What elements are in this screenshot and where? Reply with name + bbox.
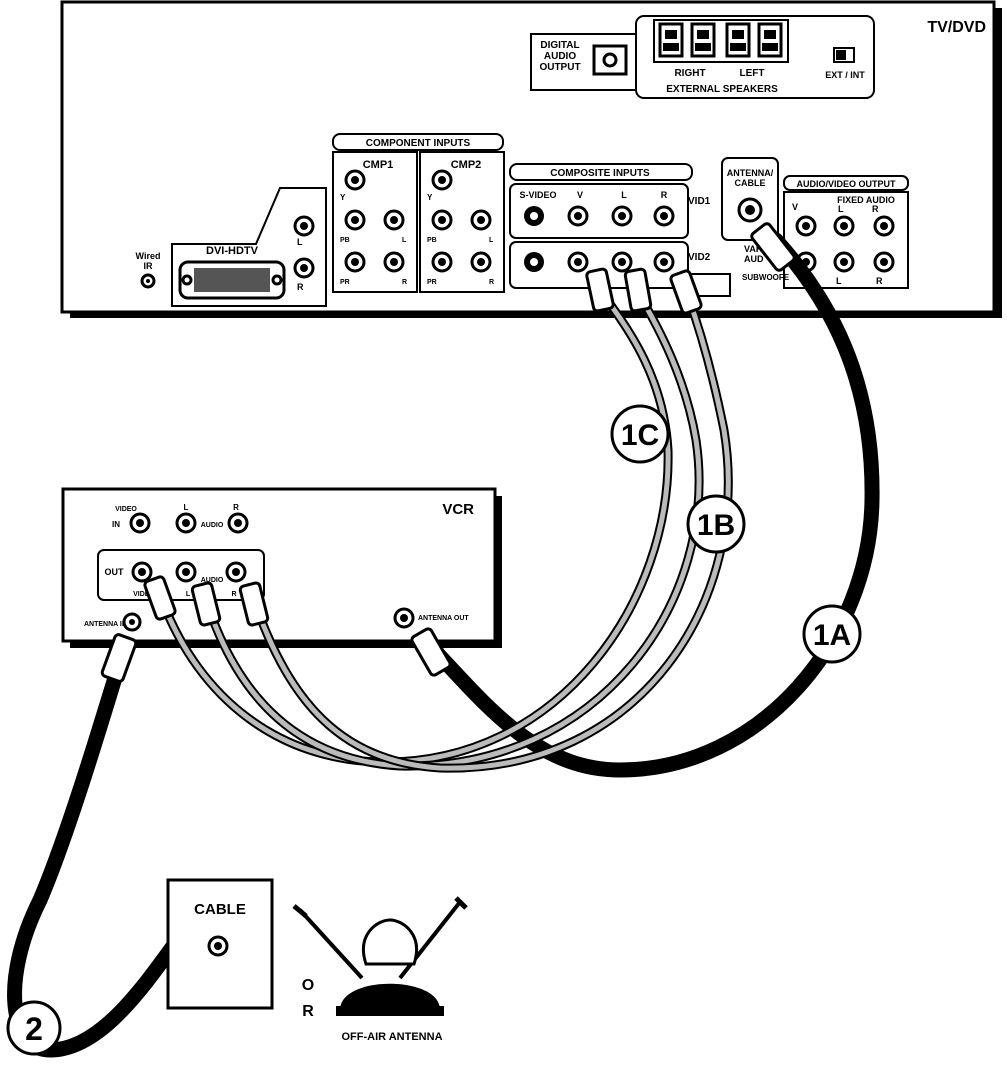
composite-jacks bbox=[567, 205, 675, 273]
component-inputs-label: COMPONENT INPUTS bbox=[366, 138, 471, 149]
cmp2-l-label: L bbox=[489, 237, 494, 244]
digital-audio-output: DIGITAL AUDIO OUTPUT bbox=[530, 33, 638, 91]
external-speakers-label: EXTERNAL SPEAKERS bbox=[666, 84, 778, 95]
cable-box-label: CABLE bbox=[194, 901, 246, 918]
vid1-r-label: R bbox=[661, 190, 668, 200]
vcr-panel: VCR VIDEO IN L R AUDIO OUT VIDEO AUDIO L… bbox=[61, 487, 502, 648]
vcr-antenna-out-label: ANTENNA OUT bbox=[418, 615, 469, 622]
dvi-hdtv-label: DVI-HDTV bbox=[206, 245, 259, 257]
or-label-o: O bbox=[302, 977, 314, 994]
cable-wall-outlet: CABLE bbox=[166, 878, 274, 1010]
cmp1-r-label: R bbox=[402, 279, 407, 286]
antenna-cable-label-1: ANTENNA/ bbox=[727, 168, 774, 178]
cmp2-r-label: R bbox=[489, 279, 494, 286]
fixed-audio-label: FIXED AUDIO bbox=[837, 195, 895, 205]
vid1-label: VID1 bbox=[688, 196, 711, 207]
av-sub-l-label: L bbox=[836, 276, 842, 286]
vcr-title: VCR bbox=[442, 501, 474, 518]
tv-title: TV/DVD bbox=[927, 19, 986, 36]
or-label-r: R bbox=[302, 1003, 314, 1020]
vcr-antenna-in-label: ANTENNA IN bbox=[84, 621, 127, 628]
antenna-cable-label-2: CABLE bbox=[735, 178, 766, 188]
s-video-jack-1 bbox=[524, 206, 544, 226]
wired-ir: Wired IR bbox=[136, 251, 161, 289]
composite-inputs-label: COMPOSITE INPUTS bbox=[550, 168, 650, 179]
dvi-l-label: L bbox=[297, 237, 303, 247]
vid1-v-label: V bbox=[577, 190, 583, 200]
callout-1c-text: 1C bbox=[621, 419, 659, 452]
digital-audio-label-2: AUDIO bbox=[544, 51, 576, 62]
vcr-video-in-label: VIDEO bbox=[115, 506, 137, 513]
digital-audio-label-1: DIGITAL bbox=[540, 40, 579, 51]
cable-2 bbox=[7, 647, 208, 1058]
var-audio-label-1: VAR bbox=[744, 244, 763, 254]
callout-1c: 1C bbox=[610, 404, 670, 464]
tv-dvd-panel: TV/DVD DIGITAL AUDIO OUTPUT RIGHT LEFT E… bbox=[60, 0, 1002, 318]
composite-inputs: COMPOSITE INPUTS S-VIDEO V L R VID1 VID2 bbox=[509, 163, 731, 297]
component-jacks bbox=[344, 169, 492, 273]
av-output-label: AUDIO/VIDEO OUTPUT bbox=[796, 179, 896, 189]
vcr-audio-in-label: AUDIO bbox=[201, 522, 224, 529]
cmp2-pr-label: PR bbox=[427, 279, 437, 286]
vcr-video-out-label: VIDEO bbox=[133, 591, 155, 598]
s-video-jack-2 bbox=[524, 252, 544, 272]
vcr-input-jacks bbox=[129, 512, 249, 534]
cmp1-label: CMP1 bbox=[363, 159, 394, 171]
antenna-cable-input: ANTENNA/ CABLE bbox=[721, 157, 779, 241]
vcr-l-label: L bbox=[184, 503, 189, 512]
av-v-label: V bbox=[792, 202, 798, 212]
off-air-antenna-icon bbox=[292, 896, 468, 1016]
callout-1b: 1B bbox=[686, 494, 746, 554]
vcr-output-jacks bbox=[131, 561, 247, 583]
speaker-right-label: RIGHT bbox=[674, 68, 705, 79]
off-air-antenna-label: OFF-AIR ANTENNA bbox=[341, 1031, 442, 1043]
optical-port bbox=[592, 44, 628, 76]
speaker-terminals bbox=[658, 22, 783, 58]
cmp2-label: CMP2 bbox=[451, 159, 482, 171]
av-l-label: L bbox=[838, 204, 844, 214]
cmp2-pb-label: PB bbox=[427, 237, 437, 244]
av-output-jacks bbox=[795, 215, 895, 273]
digital-audio-label-3: OUTPUT bbox=[539, 62, 580, 73]
callout-1a: 1A bbox=[802, 604, 862, 664]
speaker-left-label: LEFT bbox=[740, 68, 765, 79]
wired-ir-label-1: Wired bbox=[136, 251, 161, 261]
av-sub-r-label: R bbox=[876, 276, 883, 286]
dvi-r-label: R bbox=[297, 282, 304, 292]
subwoofer-label: SUBWOOFE bbox=[742, 273, 790, 282]
callouts: 1C 1B 1A 2 bbox=[6, 404, 862, 1056]
ext-int-label: EXT / INT bbox=[825, 70, 865, 80]
av-r-label: R bbox=[872, 204, 879, 214]
vid2-label: VID2 bbox=[688, 252, 711, 263]
var-audio-label-2: AUD bbox=[744, 254, 764, 264]
audio-video-output: AUDIO/VIDEO OUTPUT FIXED AUDIO V L R VAR… bbox=[742, 175, 909, 289]
cmp1-l-label: L bbox=[402, 237, 407, 244]
vid1-l-label: L bbox=[621, 190, 627, 200]
wired-ir-label-2: IR bbox=[144, 261, 154, 271]
callout-2-text: 2 bbox=[25, 1011, 43, 1047]
callout-1a-text: 1A bbox=[813, 619, 851, 652]
vcr-out-r-label: R bbox=[231, 591, 236, 598]
cmp1-pr-label: PR bbox=[340, 279, 350, 286]
dvi-hdtv-input: DVI-HDTV L R bbox=[171, 187, 327, 307]
vcr-out-l-label: L bbox=[186, 591, 191, 598]
cmp1-pb-label: PB bbox=[340, 237, 350, 244]
cmp2-y-label: Y bbox=[427, 193, 433, 202]
vcr-r-label: R bbox=[233, 503, 239, 512]
callout-2: 2 bbox=[6, 1000, 62, 1056]
external-speakers: RIGHT LEFT EXTERNAL SPEAKERS EXT / INT bbox=[635, 15, 875, 99]
callout-1b-text: 1B bbox=[697, 509, 735, 542]
component-inputs: COMPONENT INPUTS CMP1 CMP2 Y PB L PR R bbox=[332, 133, 505, 293]
cmp1-y-label: Y bbox=[340, 193, 346, 202]
vcr-out-label: OUT bbox=[105, 567, 125, 577]
vcr-audio-out-label: AUDIO bbox=[201, 577, 224, 584]
s-video-label: S-VIDEO bbox=[519, 190, 556, 200]
vcr-in-label: IN bbox=[112, 520, 120, 529]
